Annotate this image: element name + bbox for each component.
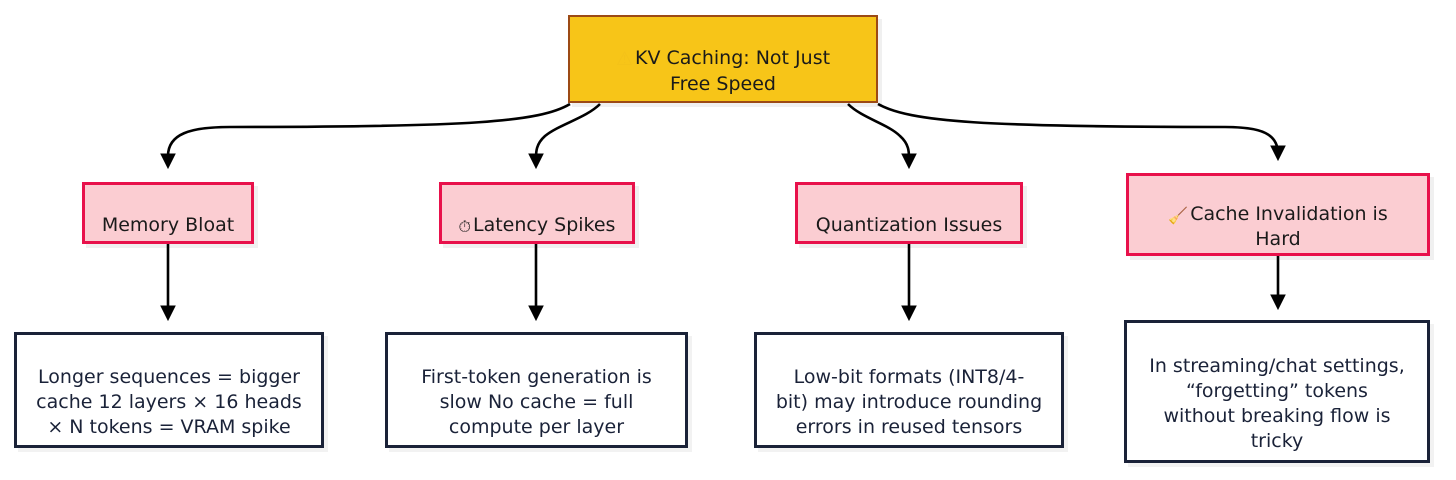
- node-memory-bloat-content: Memory Bloat: [85, 188, 251, 238]
- node-quantization-issues-content: Quantization Issues: [798, 188, 1020, 238]
- node-detail-cache-invalidation-content: In streaming/chat settings, “forgetting”…: [1127, 329, 1427, 454]
- node-root-content: ⚠KV Caching: Not Just Free Speed: [570, 21, 876, 97]
- node-latency-spikes-label: Latency Spikes: [473, 214, 616, 236]
- node-detail-quantization-issues[interactable]: Low-bit formats (INT8/4- bit) may introd…: [754, 332, 1064, 448]
- warning-icon: ⚠: [615, 47, 633, 70]
- node-detail-quantization-issues-content: Low-bit formats (INT8/4- bit) may introd…: [757, 340, 1061, 440]
- node-latency-spikes-content: ⏱Latency Spikes: [442, 188, 632, 238]
- edge-root-to-latency-spikes: [528, 103, 601, 170]
- node-latency-spikes[interactable]: ⏱Latency Spikes: [439, 182, 635, 244]
- clock-icon: ⏱: [458, 217, 471, 236]
- edge-root-to-memory-bloat: [160, 102, 571, 170]
- node-root-label: KV Caching: Not Just Free Speed: [635, 46, 831, 96]
- node-detail-memory-bloat-label: Longer sequences = bigger cache 12 layer…: [36, 365, 302, 439]
- node-detail-latency-spikes-label: First-token generation is slow No cache …: [421, 365, 652, 439]
- node-detail-cache-invalidation-label: In streaming/chat settings, “forgetting”…: [1149, 354, 1405, 453]
- node-detail-memory-bloat-content: Longer sequences = bigger cache 12 layer…: [17, 340, 321, 440]
- broom-icon: 🧹: [1168, 205, 1189, 225]
- node-detail-quantization-issues-label: Low-bit formats (INT8/4- bit) may introd…: [775, 365, 1043, 439]
- node-quantization-issues[interactable]: Quantization Issues: [795, 182, 1023, 244]
- node-detail-memory-bloat[interactable]: Longer sequences = bigger cache 12 layer…: [14, 332, 324, 448]
- node-cache-invalidation-content: 🧹Cache Invalidation is Hard: [1129, 177, 1427, 252]
- node-cache-invalidation-label: Cache Invalidation is Hard: [1190, 202, 1388, 251]
- node-detail-latency-spikes-content: First-token generation is slow No cache …: [388, 340, 685, 440]
- node-memory-bloat[interactable]: Memory Bloat: [82, 182, 254, 244]
- node-detail-latency-spikes[interactable]: First-token generation is slow No cache …: [385, 332, 688, 448]
- edge-root-to-cache-invalidation: [877, 102, 1286, 162]
- node-root[interactable]: ⚠KV Caching: Not Just Free Speed: [568, 15, 878, 103]
- node-memory-bloat-label: Memory Bloat: [101, 214, 235, 236]
- node-cache-invalidation[interactable]: 🧹Cache Invalidation is Hard: [1126, 173, 1430, 256]
- edge-root-to-quantization-issues: [847, 103, 917, 170]
- node-detail-cache-invalidation[interactable]: In streaming/chat settings, “forgetting”…: [1124, 320, 1430, 463]
- node-quantization-issues-label: Quantization Issues: [815, 214, 1003, 236]
